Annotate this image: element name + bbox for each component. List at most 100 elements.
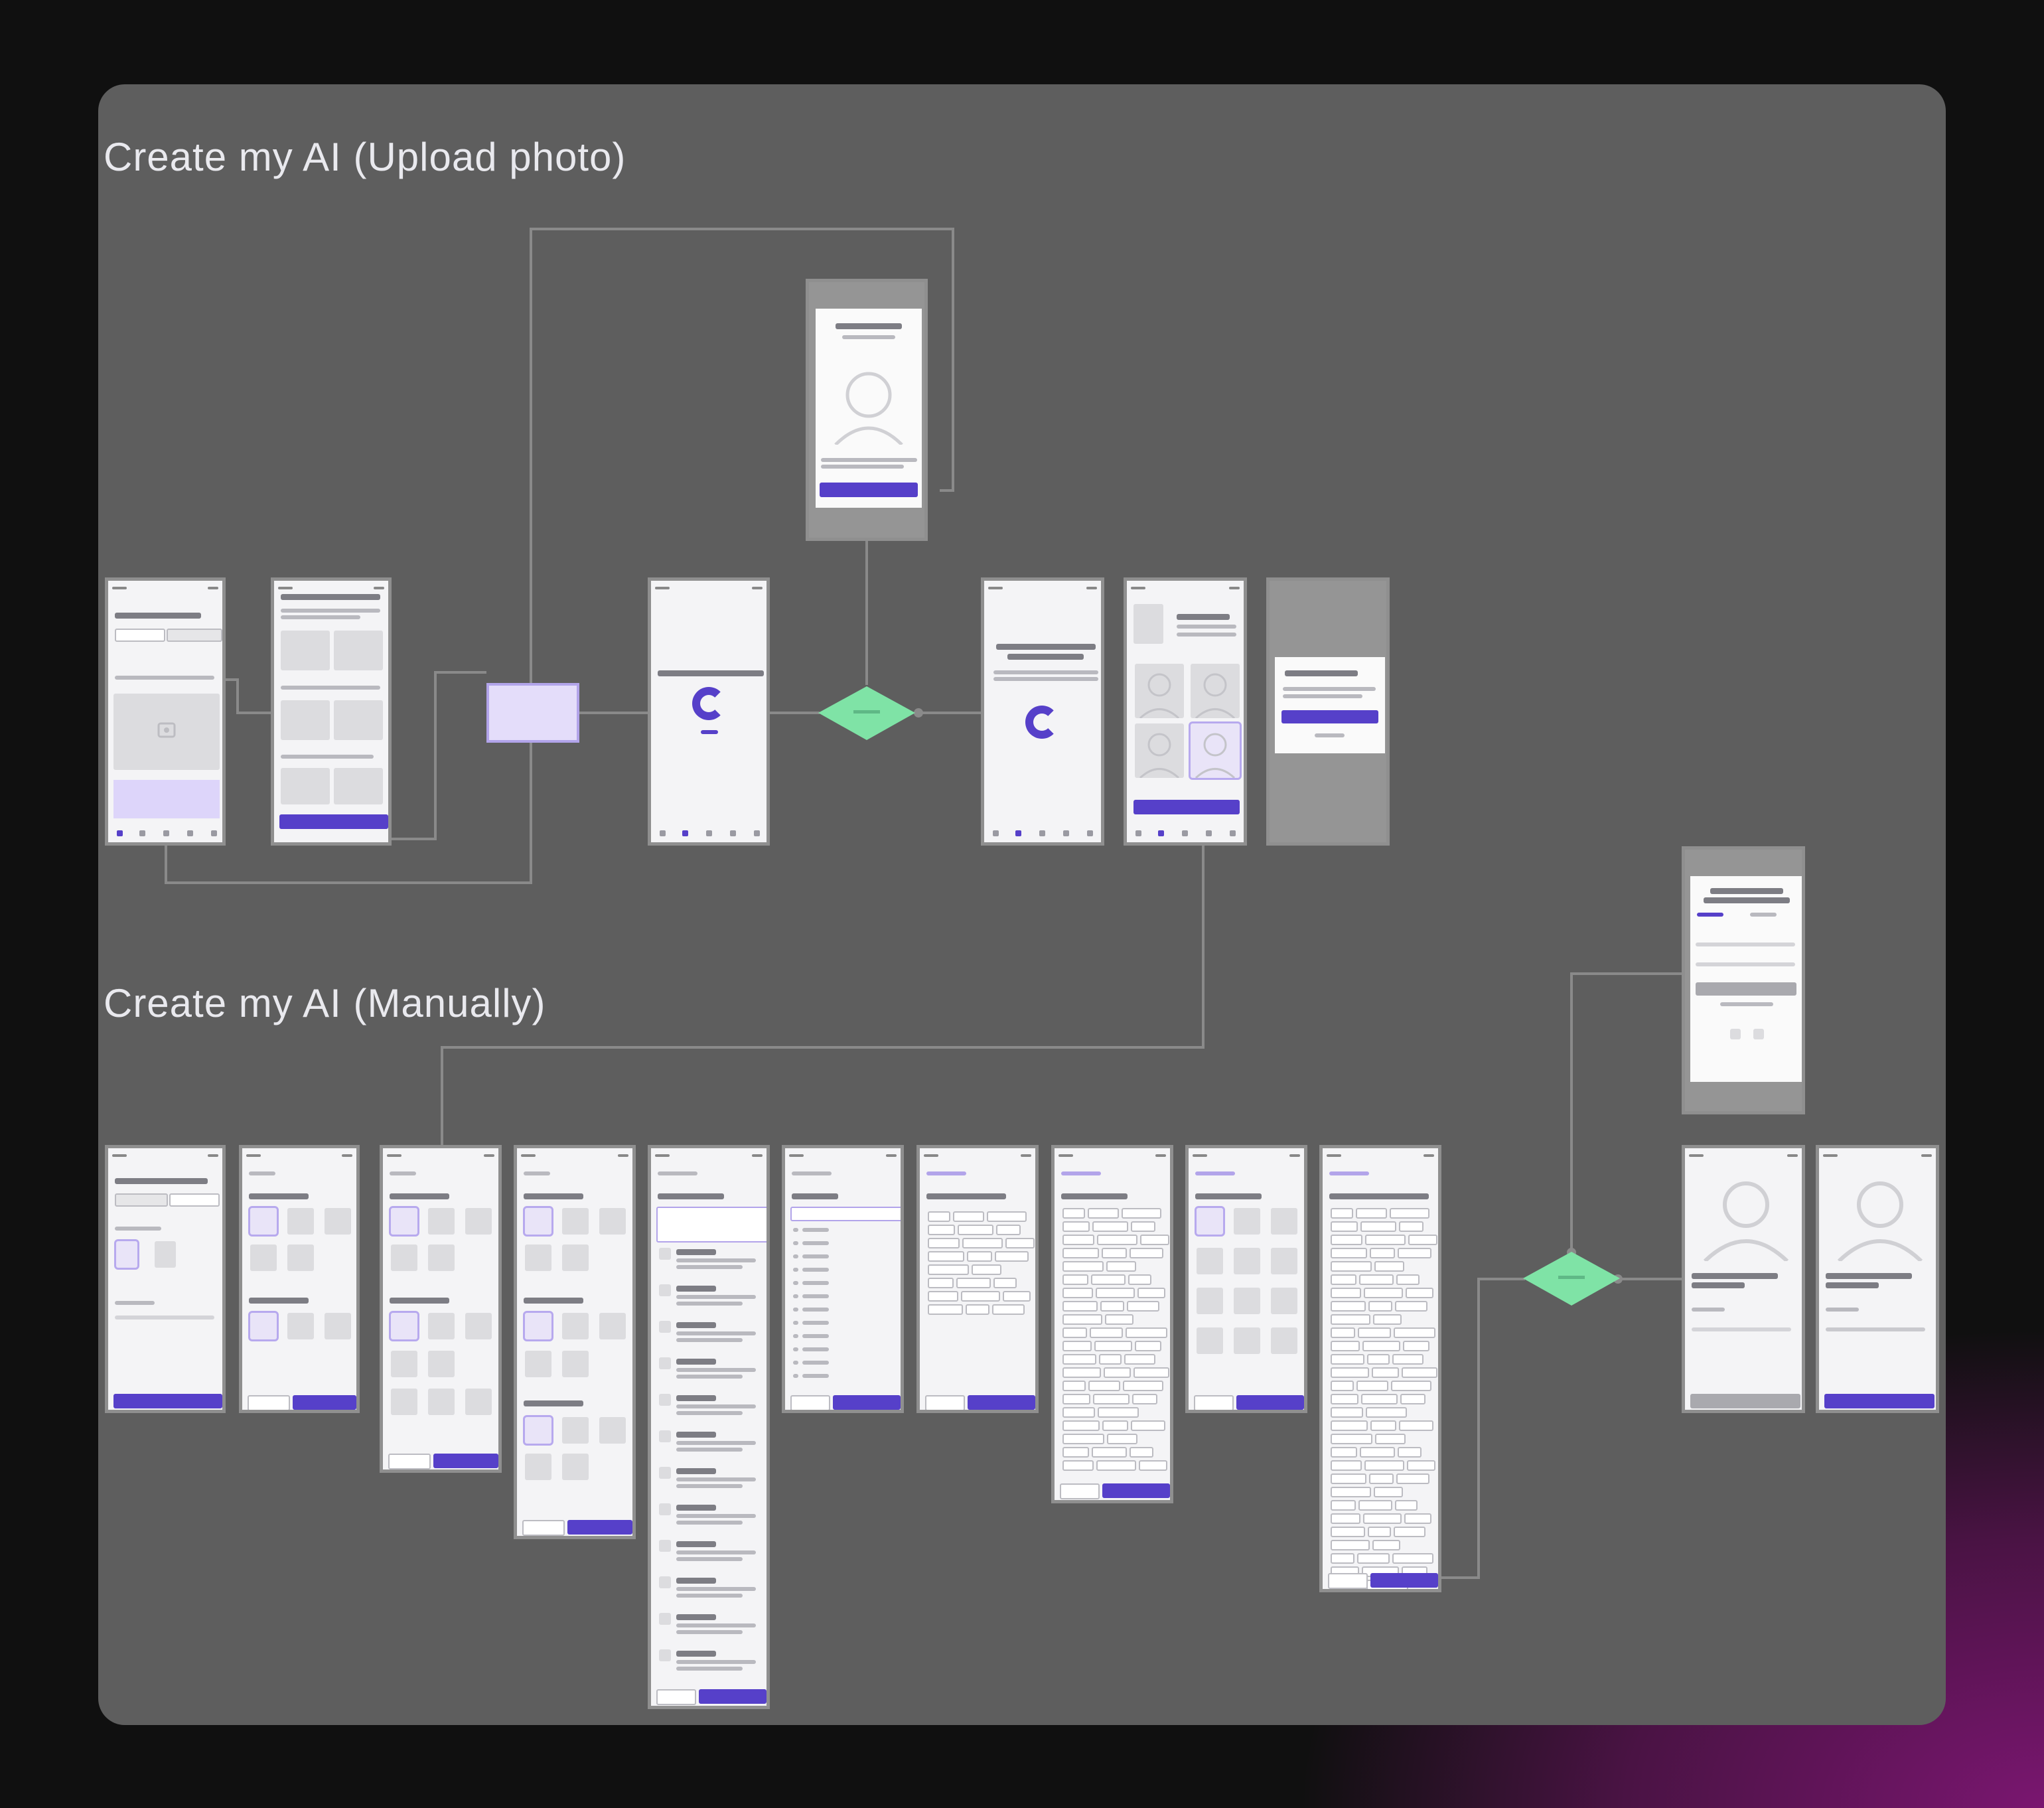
placeholder-line [996, 1225, 1021, 1235]
placeholder-line [1366, 1407, 1407, 1418]
person-silhouette-icon[interactable] [1191, 664, 1240, 718]
next-button[interactable] [567, 1520, 632, 1535]
person-silhouette-icon[interactable] [1135, 723, 1184, 778]
screen-sign-in [1682, 846, 1805, 1114]
placeholder-line [1130, 1447, 1153, 1458]
placeholder-line [1396, 1274, 1420, 1285]
placeholder-line [793, 1374, 798, 1378]
decision-node-manual [1522, 1250, 1621, 1307]
placeholder-line [659, 1394, 671, 1406]
next-button[interactable] [433, 1454, 498, 1468]
placeholder-line [1097, 1235, 1137, 1245]
placeholder-line [1139, 1460, 1167, 1471]
placeholder-line [1131, 1420, 1165, 1431]
retry-button[interactable] [820, 483, 918, 497]
placeholder-line [1360, 1221, 1396, 1232]
placeholder-line [676, 1651, 716, 1657]
placeholder-line [1092, 1221, 1128, 1232]
info-banner [113, 780, 220, 818]
placeholder-line [676, 1322, 716, 1328]
next-button[interactable] [1236, 1395, 1304, 1410]
placeholder-line [676, 1359, 716, 1365]
screen-analyzing-photo [648, 577, 770, 846]
placeholder-line [793, 1281, 798, 1285]
placeholder-line [1106, 1261, 1136, 1272]
placeholder-line [1062, 1261, 1104, 1272]
person-silhouette-icon[interactable] [1189, 721, 1242, 780]
placeholder-line [1356, 1208, 1387, 1219]
placeholder-line [1062, 1235, 1094, 1245]
placeholder-line [972, 1264, 1001, 1275]
placeholder-line [1403, 1341, 1429, 1351]
placeholder-line [1062, 1354, 1096, 1365]
placeholder-line [676, 1594, 743, 1598]
next-button[interactable] [833, 1395, 901, 1410]
placeholder-line [676, 1514, 756, 1518]
confirm-button[interactable] [1281, 710, 1378, 723]
placeholder-line [676, 1411, 743, 1415]
placeholder-line [1331, 1527, 1365, 1537]
placeholder-line [967, 1251, 992, 1262]
placeholder-line [1331, 1434, 1372, 1444]
placeholder-line [995, 1251, 1029, 1262]
next-button[interactable] [699, 1689, 767, 1704]
placeholder-line [1003, 1291, 1031, 1302]
photo-upload-area[interactable] [113, 694, 220, 770]
placeholder-line [676, 1302, 743, 1306]
placeholder-line [676, 1587, 756, 1591]
placeholder-line [1358, 1327, 1391, 1338]
continue-button[interactable] [279, 814, 388, 829]
next-button[interactable] [968, 1395, 1035, 1410]
placeholder-line [1395, 1500, 1418, 1511]
loading-spinner-icon [1025, 706, 1058, 739]
placeholder-line [676, 1265, 743, 1269]
placeholder-line [676, 1448, 743, 1452]
placeholder-line [659, 1503, 671, 1515]
next-button[interactable] [113, 1394, 222, 1408]
placeholder-line [1394, 1327, 1435, 1338]
placeholder-line [676, 1667, 743, 1671]
placeholder-line [1133, 1367, 1169, 1378]
placeholder-line [1365, 1235, 1406, 1245]
placeholder-line [1096, 1460, 1136, 1471]
placeholder-line [676, 1286, 716, 1292]
flow-connectors [165, 228, 1684, 1579]
placeholder-line [1331, 1447, 1357, 1458]
placeholder-line [659, 1649, 671, 1661]
confirm-button[interactable] [1824, 1394, 1935, 1408]
placeholder-line [1062, 1327, 1087, 1338]
placeholder-line [676, 1505, 716, 1511]
confirm-button[interactable] [1690, 1394, 1800, 1408]
screen-name-character-filled [1816, 1145, 1939, 1413]
placeholder-line [793, 1361, 798, 1365]
placeholder-line [802, 1254, 829, 1258]
screen-create-character-upload [105, 577, 226, 846]
placeholder-line [1331, 1513, 1360, 1524]
placeholder-line [1392, 1354, 1424, 1365]
next-button[interactable] [293, 1395, 356, 1410]
done-button[interactable] [1370, 1573, 1438, 1588]
sign-in-button[interactable] [1696, 982, 1796, 996]
placeholder-line [1105, 1314, 1133, 1325]
screen-photo-error [806, 279, 928, 541]
placeholder-line [1094, 1341, 1132, 1351]
placeholder-line [1390, 1208, 1429, 1219]
placeholder-line [1331, 1540, 1370, 1550]
placeholder-line [1062, 1208, 1085, 1219]
person-silhouette-icon [822, 358, 915, 445]
screen-confirm-modal [1266, 577, 1390, 846]
person-silhouette-icon[interactable] [1135, 664, 1184, 718]
placeholder-line [1331, 1500, 1356, 1511]
placeholder-line [1331, 1314, 1370, 1325]
placeholder-line [802, 1321, 829, 1325]
placeholder-line [1331, 1341, 1360, 1351]
placeholder-line [1404, 1513, 1431, 1524]
placeholder-line [1399, 1221, 1424, 1232]
placeholder-line [1375, 1434, 1406, 1444]
select-button[interactable] [1133, 800, 1240, 814]
placeholder-line [962, 1238, 1003, 1248]
screen-choose-look [1124, 577, 1247, 846]
next-button[interactable] [1102, 1483, 1170, 1498]
placeholder-line [1123, 1381, 1163, 1391]
placeholder-line [659, 1613, 671, 1625]
